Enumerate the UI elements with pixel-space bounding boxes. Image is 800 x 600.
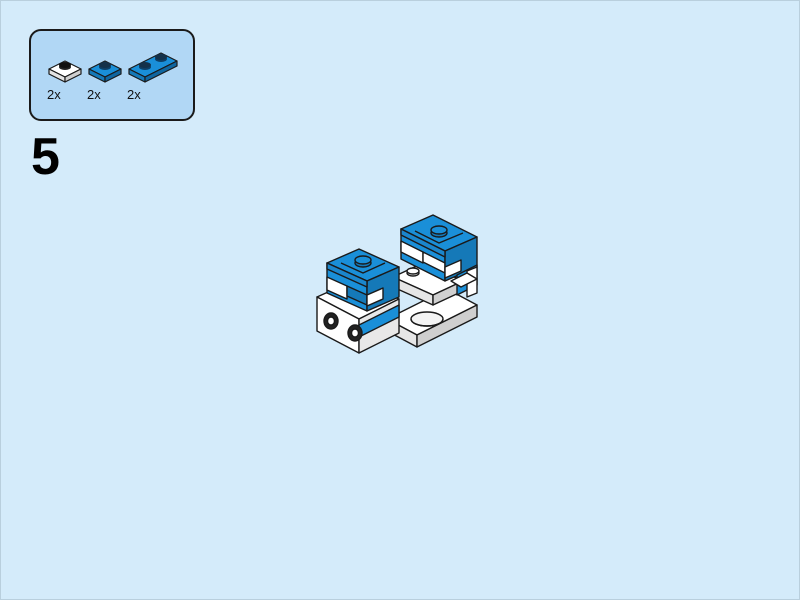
model-illustration: [316, 214, 478, 354]
step-number: 5: [31, 128, 60, 186]
plate-1x1-blue-icon: [88, 60, 122, 83]
plate-1x2-blue-icon: [128, 52, 178, 83]
plate-1x2-blue-quantity: 2x: [127, 87, 141, 102]
parts-callout: 2x 2x 2x: [29, 29, 195, 121]
plate-1x1-blue-quantity: 2x: [87, 87, 101, 102]
base-plate-right: [386, 288, 478, 348]
side-brick-right: [450, 266, 478, 298]
plate-1x1-white-icon: [48, 60, 82, 83]
eyes: [323, 312, 363, 342]
connector-plate: [392, 262, 464, 306]
plate-1x1-white-quantity: 2x: [47, 87, 61, 102]
left-stack: [326, 248, 400, 312]
